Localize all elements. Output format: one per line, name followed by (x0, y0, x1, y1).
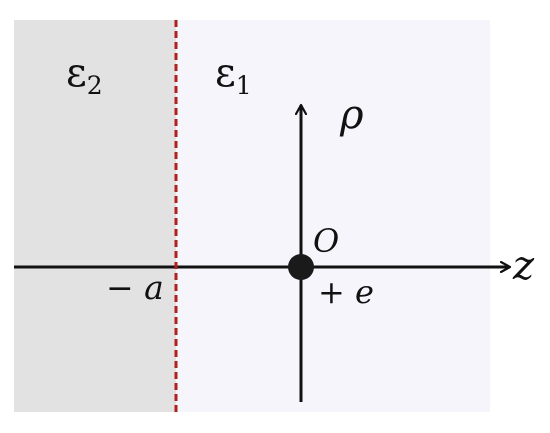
region-epsilon-1-label: ε1 (215, 50, 252, 100)
epsilon-2-symbol: ε (66, 50, 87, 96)
z-axis-label: z (512, 243, 535, 289)
region-epsilon-2-label: ε2 (66, 50, 103, 100)
epsilon-2-subscript: 2 (87, 71, 103, 100)
epsilon-1-subscript: 1 (236, 71, 252, 100)
region-epsilon-1 (176, 20, 490, 412)
charge-label: + e (318, 273, 374, 311)
origin-label: O (313, 222, 339, 260)
region-epsilon-2 (14, 20, 176, 412)
epsilon-1-symbol: ε (215, 50, 236, 96)
rho-axis-label: ρ (339, 92, 364, 138)
point-charge (288, 254, 314, 280)
interface-position-label: − a (106, 268, 164, 307)
